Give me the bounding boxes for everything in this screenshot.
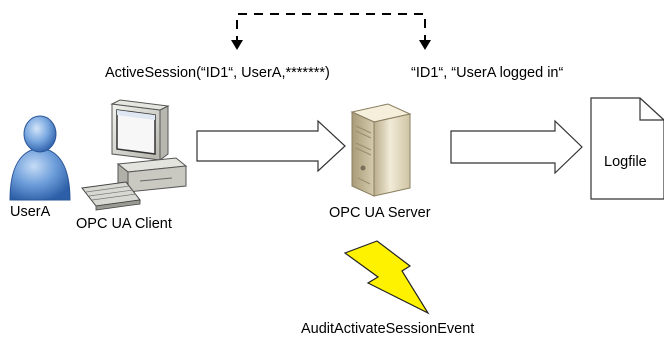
arrow-server-to-logfile [450, 119, 583, 175]
server-label: OPC UA Server [329, 205, 431, 221]
logfile-icon [590, 97, 664, 200]
computer-icon [110, 99, 188, 194]
user-icon [9, 115, 71, 201]
client-label: OPC UA Client [76, 216, 172, 232]
user-label: UserA [10, 204, 51, 220]
logfile-label: Logfile [604, 154, 647, 170]
audit-event-label: AuditActivateSessionEvent [301, 321, 475, 337]
dashed-connector [231, 13, 431, 50]
logged-in-label: “ID1“, “UserA logged in“ [411, 65, 564, 81]
activate-session-label: ActiveSession(“ID1“, UserA,*******) [105, 65, 330, 81]
lightning-icon [343, 240, 430, 315]
arrow-client-to-server [196, 119, 346, 173]
keyboard-icon [81, 181, 141, 211]
server-icon [350, 103, 412, 197]
